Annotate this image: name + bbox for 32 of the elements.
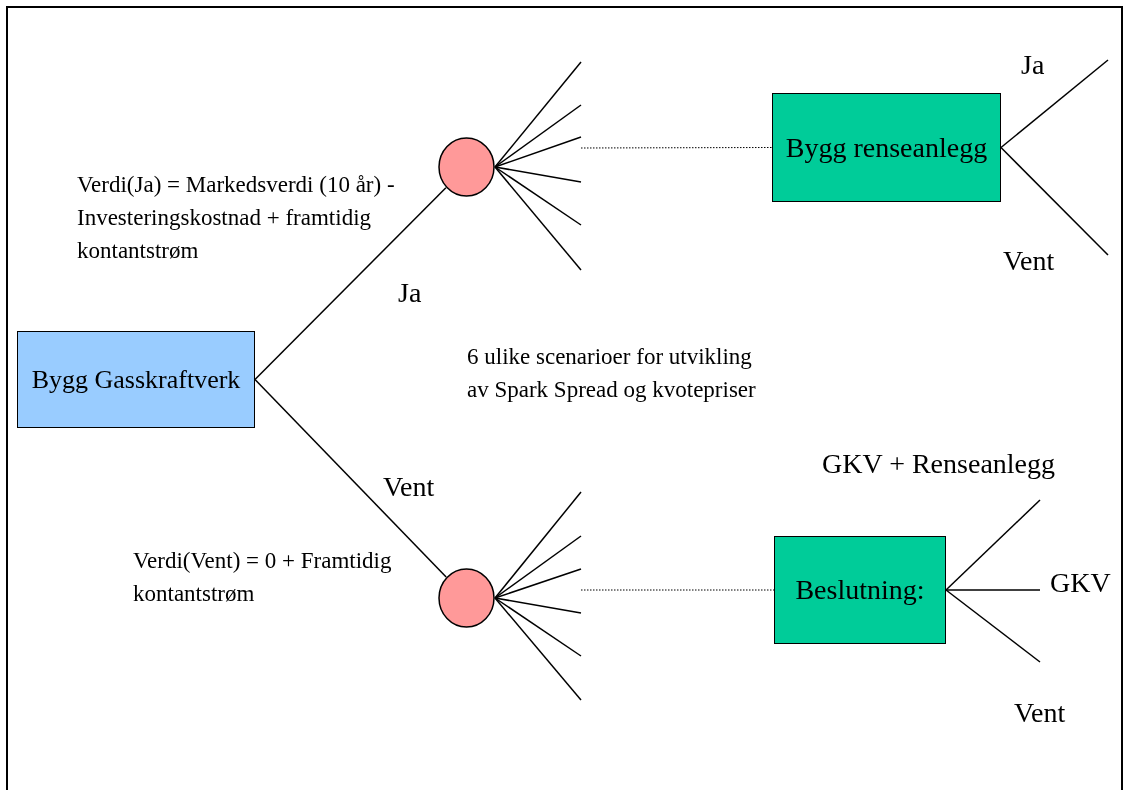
branch-line [494, 597, 582, 657]
dotted-connector [580, 147, 773, 149]
branch-line [945, 499, 1041, 591]
branch-line [494, 61, 582, 168]
branch-line [494, 166, 582, 226]
branch-line [1000, 146, 1109, 256]
annotation-text: Verdi(Ja) = Markedsverdi (10 år) -Investeringskostnad + framtidig kontantstrøm [77, 171, 396, 265]
branch-line [494, 166, 582, 271]
branch-line [494, 568, 582, 599]
branch-line [494, 491, 582, 599]
branch-line [494, 136, 582, 168]
annotation-text: Verdi(Vent) = 0 + Framtidig kontantstrøm [133, 547, 393, 608]
annotation-text: 6 ulike scenarioer for utvikling av Spark Spread og kvotepriser [467, 343, 757, 404]
branch-line [945, 589, 1041, 663]
decision-box [774, 536, 946, 644]
branch-line [254, 378, 447, 578]
decision-box [17, 331, 255, 428]
branch-line [254, 187, 447, 381]
branch-line [494, 597, 582, 614]
branch-line [494, 597, 582, 701]
box-label: Bygg Gasskraftverk [31, 364, 241, 395]
chance-node-circle [438, 568, 495, 628]
branch-line [494, 535, 582, 599]
chance-node-circle [438, 137, 495, 197]
branch-line [494, 104, 582, 168]
box-label: Beslutning: [795, 574, 925, 606]
branch-line [1000, 59, 1109, 149]
dotted-connector [580, 589, 775, 591]
box-label: Bygg renseanlegg [785, 131, 988, 164]
branch-line [945, 589, 1041, 591]
branch-line [494, 166, 582, 183]
decision-box [772, 93, 1001, 202]
